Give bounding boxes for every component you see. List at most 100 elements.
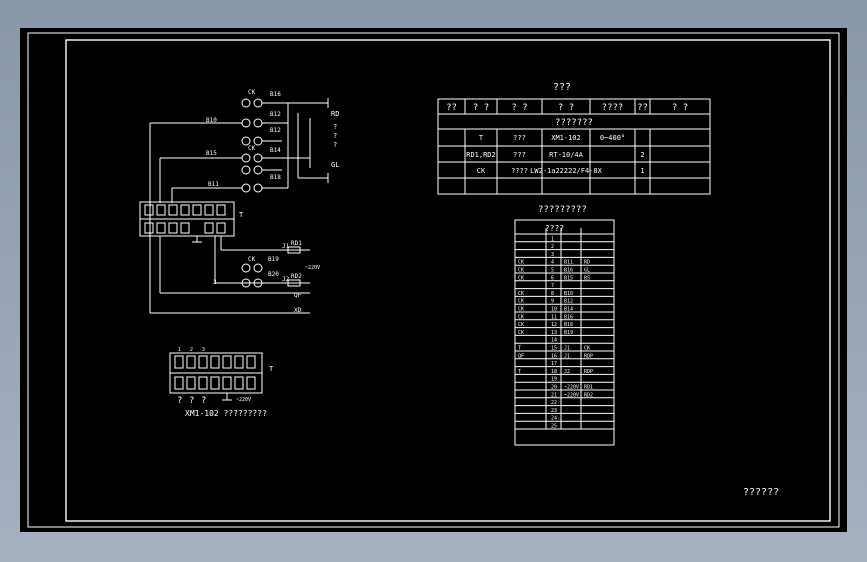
terminal-cell: B16: [564, 268, 573, 274]
terminal-cell: B18: [564, 322, 573, 328]
spec-cell: T: [479, 134, 484, 142]
terminal-cell: CK: [518, 275, 524, 281]
terminal-cell: CK: [518, 330, 524, 336]
terminal-cell: 24: [551, 416, 557, 422]
terminal-cell: ~220V: [564, 385, 579, 391]
terminal-cell: 23: [551, 408, 557, 414]
label: B15: [206, 150, 217, 157]
terminal-cell: RDP: [584, 369, 593, 375]
spec-cell: CK: [477, 167, 486, 175]
terminal-cell: 13: [551, 330, 557, 336]
terminal-cell: B12: [564, 299, 573, 305]
label: B11: [208, 181, 219, 188]
terminal-cell: 22: [551, 400, 557, 406]
terminal-cell: 11: [551, 314, 557, 320]
terminal-cell: 9: [551, 299, 554, 305]
terminal-cell: B10: [564, 291, 573, 297]
spec-cell: ???: [513, 134, 526, 142]
spec-header-cell: ??: [637, 103, 648, 113]
spec-header-cell: ????: [602, 103, 624, 113]
terminal-cell: ~220V: [564, 392, 579, 398]
inner-frame: [65, 39, 831, 522]
terminal-cell: B16: [564, 314, 573, 320]
drawing-sheet: B10 B15 B11 CK B16 B12 B12 B14 B18 CK CK…: [20, 28, 847, 532]
terminal-cell: CK: [584, 346, 590, 352]
terminal-cell: 10: [551, 307, 557, 313]
terminal-cell: B19: [564, 330, 573, 336]
terminal-cell: RD: [584, 260, 590, 266]
cad-drawing: B10 B15 B11 CK B16 B12 B12 B14 B18 CK CK…: [27, 32, 840, 528]
terminal-cell: RDP: [584, 353, 593, 359]
label: B12: [270, 111, 281, 118]
terminal-cell: 20: [551, 385, 557, 391]
title-block-text: ??????: [743, 487, 779, 498]
label: T: [239, 211, 244, 219]
label: B16: [270, 91, 281, 98]
label: CK: [248, 89, 256, 96]
terminal-cell: B15: [564, 275, 573, 281]
terminal-cell: 8: [551, 291, 554, 297]
terminal-cell: 3: [551, 252, 554, 258]
spec-header-cell: ? ?: [672, 103, 688, 113]
spec-cell: 2: [640, 151, 644, 159]
label: XD: [294, 307, 302, 314]
label: QF: [294, 292, 302, 299]
label: ?: [333, 123, 337, 131]
block-voltage: ~220V: [236, 397, 251, 403]
terminal-cell: CK: [518, 260, 524, 266]
terminal-screws: [144, 204, 226, 234]
terminal-cell: RD2: [584, 392, 593, 398]
spec-header-cell: ? ?: [473, 103, 489, 113]
label: CK: [248, 145, 256, 152]
terminal-cell: CK: [518, 322, 524, 328]
spec-title: ???: [553, 82, 571, 93]
terminal-cell: BS: [584, 275, 590, 281]
terminal-cell: CK: [518, 268, 524, 274]
label: RD: [331, 110, 339, 118]
label: GL: [331, 161, 339, 169]
spec-header-cell: ??: [446, 103, 457, 113]
spec-cell: ???: [513, 151, 526, 159]
terminal-cell: 7: [551, 283, 554, 289]
terminal-cell: 21: [551, 392, 557, 398]
block-number: 3: [202, 347, 205, 353]
terminal-cell: J1: [564, 353, 570, 359]
terminal-cell: 5: [551, 268, 554, 274]
terminal-cell: CK: [518, 299, 524, 305]
block-symbol: ?: [177, 396, 182, 406]
spec-header-cell: ? ?: [511, 103, 527, 113]
terminal-cell: 4: [551, 260, 554, 266]
terminal-cell: RD1: [584, 385, 593, 391]
label: B19: [268, 256, 279, 263]
label: CK: [248, 256, 256, 263]
terminal-cell: GL: [584, 268, 590, 274]
label: ~220V: [305, 265, 320, 271]
terminal-cell: 17: [551, 361, 557, 367]
label: RD2: [291, 273, 302, 280]
wiring-schematic: B10 B15 B11 CK B16 B12 B12 B14 B18 CK CK…: [139, 89, 339, 314]
terminal-cell: 18: [551, 369, 557, 375]
spec-subheader: ???????: [555, 118, 593, 128]
label: B14: [270, 147, 281, 154]
contact-row: [241, 98, 288, 193]
label: J2: [282, 276, 290, 283]
terminal-cell: 16: [551, 353, 557, 359]
terminal-cell: J1: [564, 346, 570, 352]
label: B12: [270, 127, 281, 134]
terminal-table-title: ?????????: [538, 205, 587, 215]
block-number: 2: [190, 347, 193, 353]
label: B10: [206, 117, 217, 124]
terminal-cell: 15: [551, 346, 557, 352]
terminal-cell: 25: [551, 424, 557, 430]
spec-cell: LW2-1a22222/F4-8X: [530, 167, 602, 175]
terminal-cell: CK: [518, 291, 524, 297]
spec-cell: RT-10/4A: [549, 151, 584, 159]
block-caption: XM1-102 ?????????: [185, 409, 267, 418]
terminal-cell: 12: [551, 322, 557, 328]
terminal-block: 1 2 3 T ? ? ? ~220V XM1-102 ?????????: [169, 347, 274, 418]
spec-header-cell: ? ?: [558, 103, 574, 113]
block-symbol: ?: [201, 396, 206, 406]
spec-cell: RD1,RD2: [466, 151, 496, 159]
